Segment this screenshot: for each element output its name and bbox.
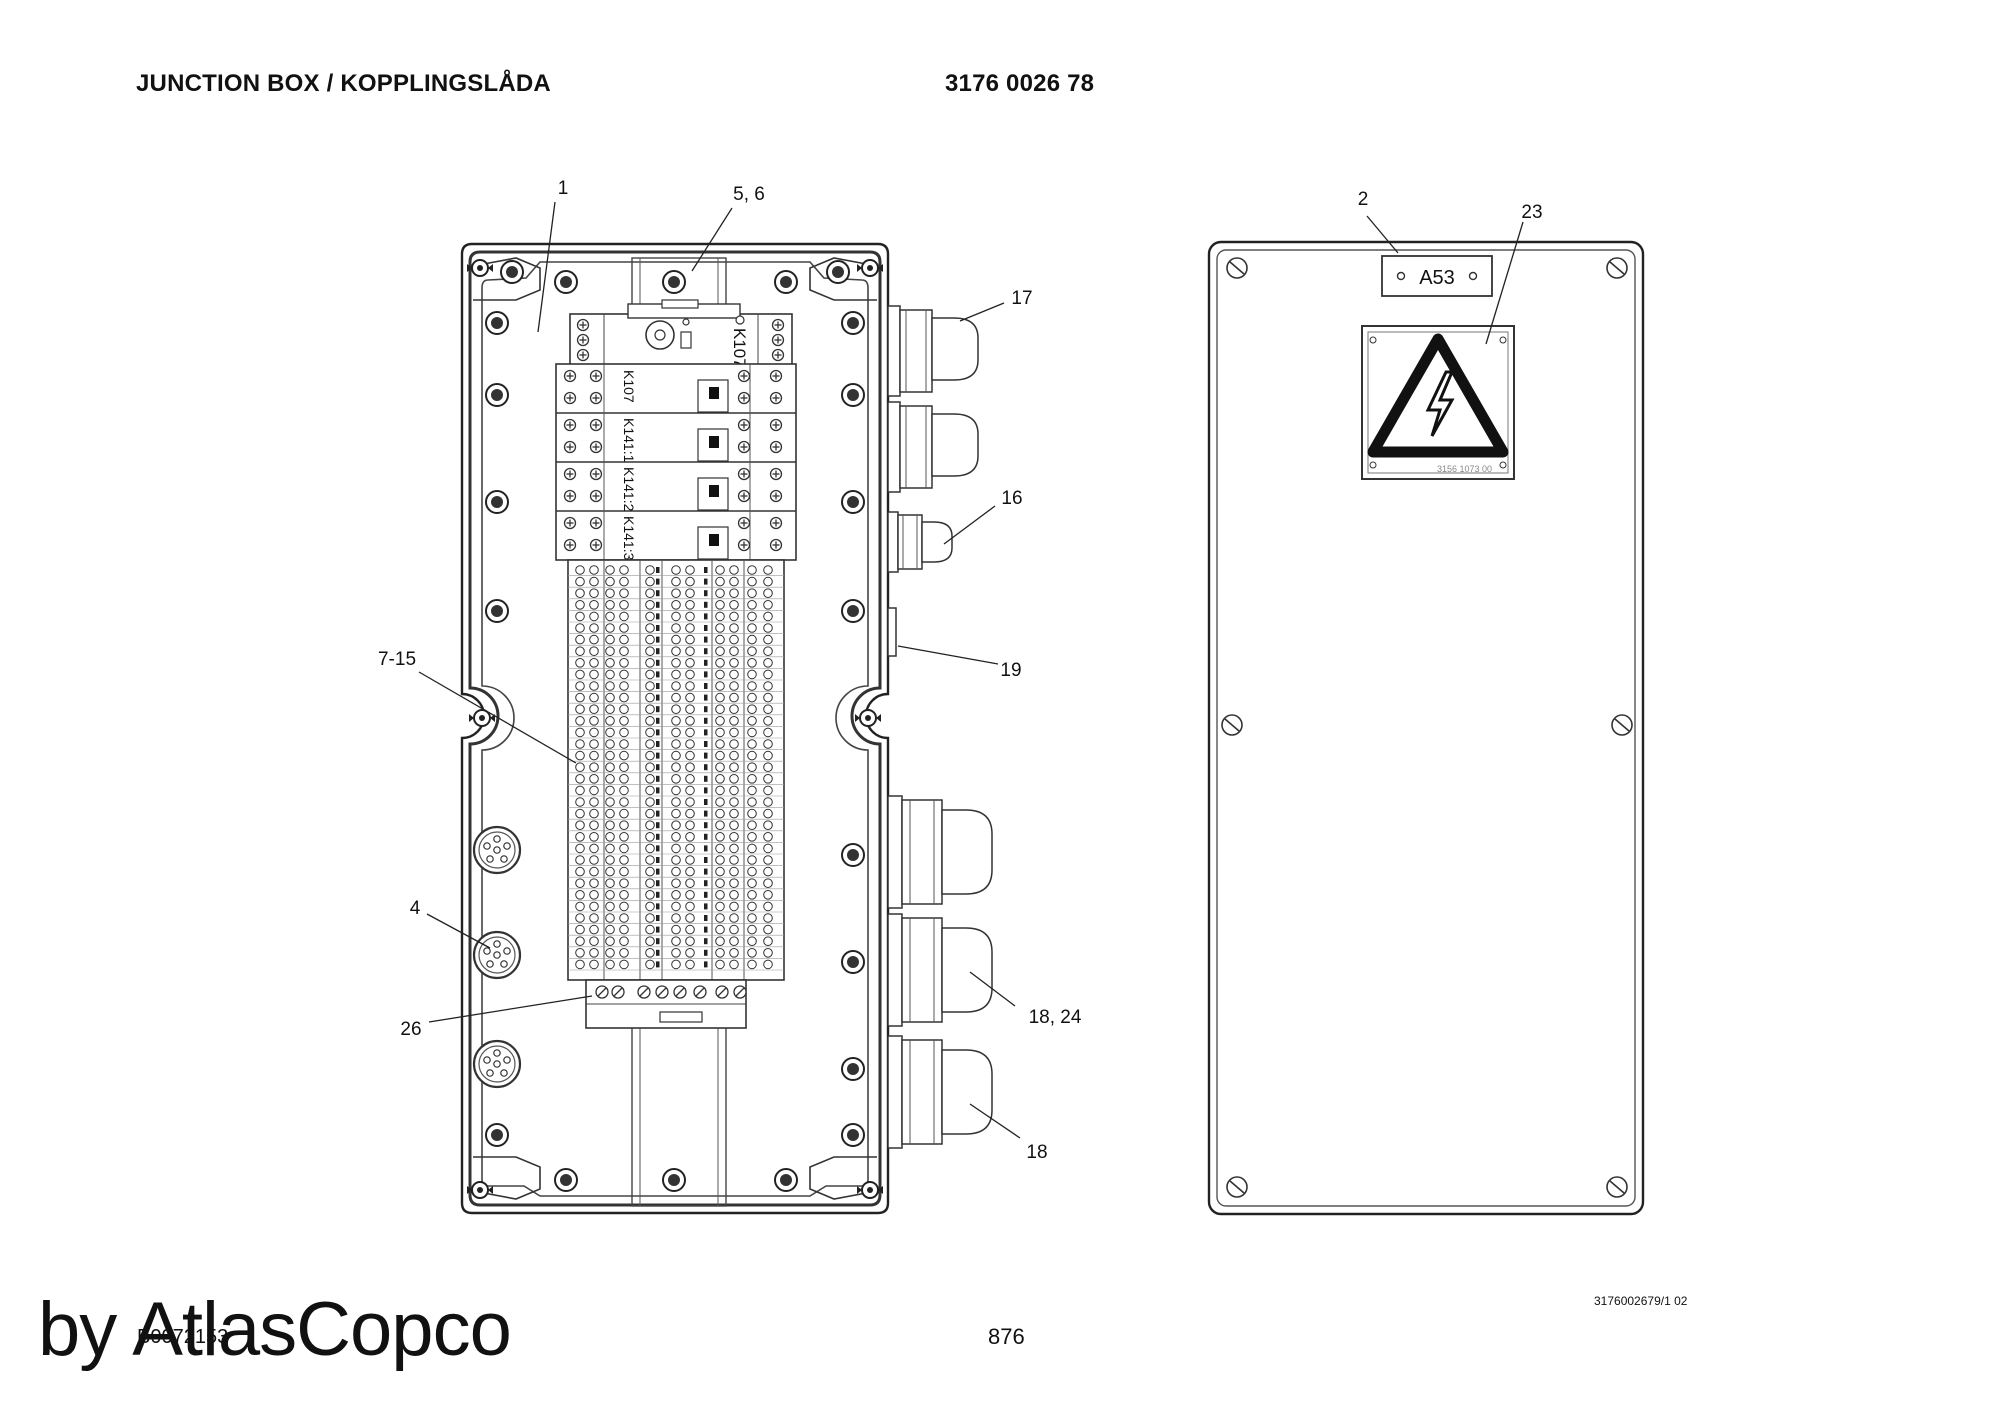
- lid-plate-text: A53: [1419, 267, 1455, 289]
- document-reference: 3176002679/1 02: [1594, 1294, 1688, 1308]
- leader-line: [418, 671, 577, 764]
- relay-label-k141-1: K141:1: [621, 418, 637, 463]
- junction-box-open: K107T K107: [460, 242, 993, 1215]
- leader-line: [537, 201, 556, 333]
- relay-label-k141-3: K141:3: [621, 516, 637, 561]
- part-number: 3176 0026 78: [945, 70, 1095, 97]
- cable-gland-lower-1: [887, 795, 993, 909]
- callout-2: 2: [1358, 189, 1369, 210]
- lid-identification-plate: A53: [1381, 255, 1493, 297]
- cable-gland-upper-1: [887, 305, 979, 397]
- callout-labels: 1 5, 6 17 16 19 7-15 4 26 18, 24 18 2 23: [378, 178, 1543, 1163]
- leader-line: [897, 645, 999, 665]
- connector-1: [472, 825, 522, 875]
- callout-16: 16: [1001, 488, 1022, 509]
- leader-line: [969, 971, 1016, 1007]
- terminal-blocks: [567, 559, 785, 981]
- callout-1: 1: [558, 178, 569, 199]
- callout-19: 19: [1000, 660, 1021, 681]
- callout-18: 18: [1026, 1142, 1047, 1163]
- sign-code: 3156 1073 00: [1437, 464, 1492, 474]
- leader-line: [959, 302, 1005, 322]
- page-number: 876: [988, 1324, 1025, 1349]
- lid-screw: [1606, 257, 1628, 279]
- page-title: JUNCTION BOX / KOPPLINGSLÅDA: [136, 70, 551, 97]
- brand-watermark: by AtlasCopco: [38, 1287, 512, 1372]
- round-connectors: [472, 825, 522, 1089]
- cable-gland-lower-2: [887, 913, 993, 1027]
- cable-gland-small: [887, 511, 953, 573]
- ground-terminals: [585, 979, 747, 1029]
- callout-17: 17: [1011, 288, 1032, 309]
- lightning-icon: [1425, 370, 1455, 437]
- cable-gland-lower-3: [887, 1035, 993, 1149]
- junction-box-lid: A53 3156 1073 00: [1207, 240, 1645, 1216]
- vent-plug: [887, 607, 897, 657]
- relay-modules: K107 K141:1 K141:2: [555, 363, 797, 561]
- callout-7-15: 7-15: [378, 649, 416, 670]
- lid-screw: [1226, 257, 1248, 279]
- document-number: B0072153: [137, 1326, 229, 1348]
- cable-gland-upper-2: [887, 401, 979, 493]
- callout-4: 4: [410, 898, 421, 919]
- callouts: [418, 201, 1524, 1139]
- connector-2: [472, 930, 522, 980]
- relay-label-k141-2: K141:2: [621, 467, 637, 512]
- leader-line: [943, 505, 996, 545]
- lid-screw: [1611, 714, 1633, 736]
- connector-3: [472, 1039, 522, 1089]
- leader-line: [426, 913, 491, 949]
- leader-line: [1485, 221, 1524, 345]
- cable-glands: [887, 305, 993, 1149]
- leader-line: [691, 207, 733, 272]
- callout-5-6: 5, 6: [733, 184, 765, 205]
- lid-screw: [1226, 1176, 1248, 1198]
- callout-26: 26: [400, 1019, 421, 1040]
- lid-screw: [1221, 714, 1243, 736]
- leader-line: [428, 995, 593, 1023]
- lid-screw: [1606, 1176, 1628, 1198]
- leader-line: [1366, 215, 1399, 254]
- callout-18-24: 18, 24: [1029, 1007, 1082, 1028]
- relay-label-k107: K107: [621, 370, 637, 403]
- leader-line: [969, 1103, 1021, 1139]
- callout-23: 23: [1521, 202, 1542, 223]
- high-voltage-warning-sign: 3156 1073 00: [1361, 325, 1515, 480]
